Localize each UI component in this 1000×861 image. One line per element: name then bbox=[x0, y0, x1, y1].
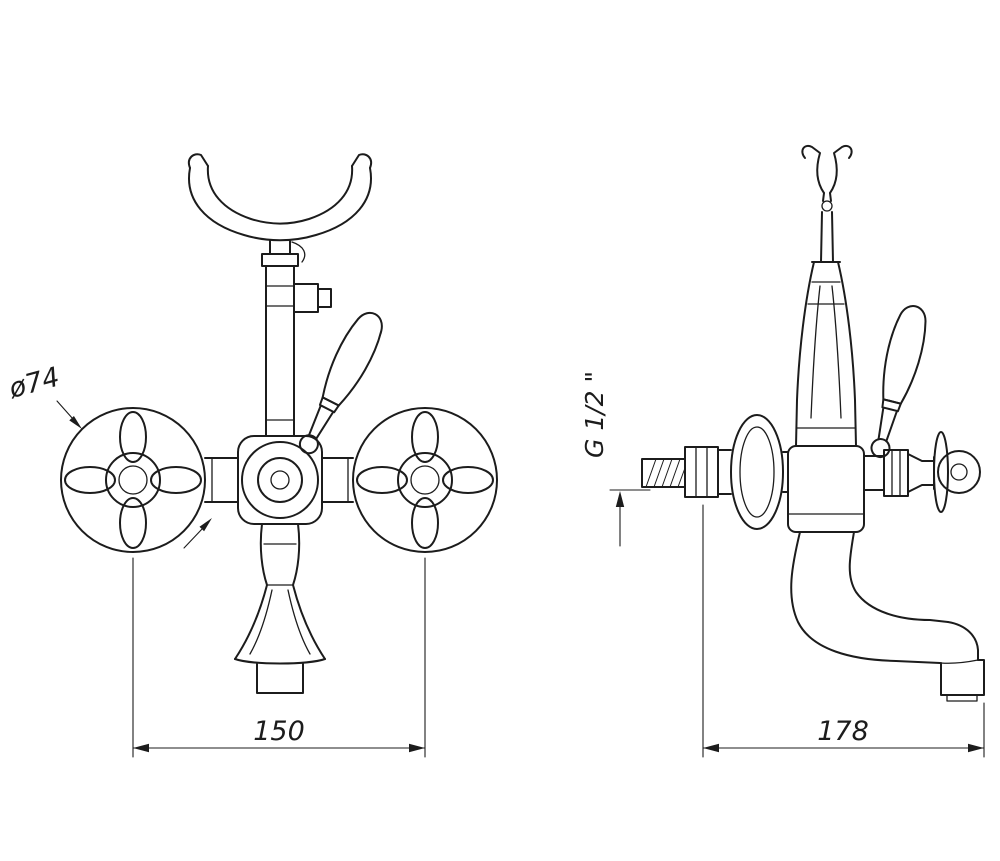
mixer-body-front bbox=[204, 435, 354, 525]
left-cross-handle bbox=[60, 407, 206, 553]
dim-arrowhead-right bbox=[409, 743, 425, 753]
dimension-handle-spacing: 150 bbox=[132, 557, 426, 758]
diverter-knob bbox=[293, 283, 332, 313]
handset-cradle-front bbox=[188, 153, 372, 267]
wall-flange bbox=[730, 414, 789, 530]
front-view: ø74 150 bbox=[5, 153, 498, 758]
dim-handle-spacing-label: 150 bbox=[253, 716, 305, 747]
thread-arrowhead bbox=[615, 491, 625, 507]
side-view: G 1/2 " bbox=[580, 145, 985, 758]
dimension-thread-size: G 1/2 " bbox=[580, 371, 651, 547]
dim-spout-depth-label: 178 bbox=[817, 716, 869, 747]
dimension-spout-depth: 178 bbox=[702, 504, 985, 758]
dim-handle-diameter-label: ø74 bbox=[5, 362, 63, 405]
wall-connector bbox=[641, 446, 732, 498]
dim-arrowhead-left bbox=[133, 743, 149, 753]
leader-body-center bbox=[183, 518, 212, 549]
hex-nut bbox=[684, 446, 719, 498]
tub-spout-side bbox=[790, 531, 985, 702]
leader-arrowhead bbox=[69, 416, 82, 429]
riser-column-front bbox=[265, 265, 295, 437]
lever-handle-side bbox=[870, 305, 927, 459]
cross-handle-side bbox=[863, 431, 981, 513]
dimension-handle-diameter: ø74 bbox=[5, 362, 82, 429]
riser-column-side bbox=[795, 261, 857, 447]
handset-cradle-side bbox=[801, 145, 853, 263]
mixer-body-side bbox=[787, 445, 865, 533]
dim-arrowhead-left bbox=[703, 743, 719, 753]
right-cross-handle bbox=[352, 407, 498, 553]
dim-thread-size-label: G 1/2 " bbox=[580, 371, 609, 458]
leader-arrowhead bbox=[199, 518, 212, 532]
spout-front bbox=[234, 523, 326, 694]
dim-arrowhead-right bbox=[968, 743, 984, 753]
